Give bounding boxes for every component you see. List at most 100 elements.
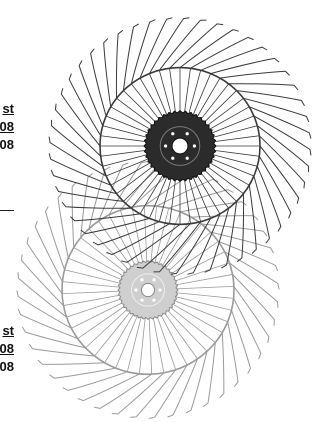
wheel-tine (88, 166, 111, 229)
wheel-spoke (157, 211, 181, 266)
wheel-tine (158, 19, 207, 71)
wheel-spoke (104, 312, 135, 363)
wheel-tine (21, 326, 86, 349)
wheel-tine (78, 60, 104, 126)
wheel-spoke (169, 241, 219, 276)
wheel-spoke (205, 97, 244, 127)
wheel-tine (17, 272, 67, 318)
wheel-spoke (169, 68, 177, 115)
wheel-spoke (105, 115, 151, 135)
wheel-tine (256, 166, 282, 232)
wheel-bolt (134, 288, 138, 292)
wheel-tine (259, 145, 300, 204)
wheel-spoke (115, 314, 139, 369)
wheel-tine (148, 364, 188, 419)
wheel-tine (68, 73, 102, 137)
wheel-tine (236, 90, 305, 106)
wheel-tine (80, 217, 150, 235)
wheel-spoke (139, 77, 165, 119)
wheel-spoke (209, 157, 255, 177)
wheel-spoke (150, 206, 157, 264)
wheel-spoke (202, 90, 237, 124)
wheel-tine (248, 185, 257, 254)
wheel-tine (204, 208, 230, 273)
wheel-tine (28, 343, 95, 357)
wheel-tine (258, 155, 292, 219)
upper-line-3: 08 (0, 137, 14, 152)
wheel-tine (169, 23, 224, 69)
wheel-tine (257, 125, 309, 173)
wheel-tine (156, 178, 219, 207)
wheel-spoke (164, 223, 202, 270)
wheel-tine (50, 169, 117, 195)
wheel-spoke (123, 90, 158, 124)
wheel-spoke (159, 313, 188, 366)
wheel-spoke (110, 106, 153, 131)
wheel-tine (130, 19, 156, 84)
wheel-spoke (195, 173, 221, 215)
wheel-spoke (100, 149, 148, 157)
wheel-hub-ring (159, 126, 201, 166)
wheel-spoke (187, 176, 202, 222)
wheel-tine (180, 201, 247, 213)
lower-line-2: 08 (0, 341, 14, 356)
wheel-tine (111, 372, 165, 415)
wheel-tine (21, 254, 64, 306)
wheel-tine (103, 38, 112, 107)
wheel-tine (253, 175, 270, 244)
dark-rake-wheel (48, 17, 312, 275)
wheel-tine (170, 218, 212, 275)
wheel-tine (218, 240, 279, 272)
wheel-spoke (66, 298, 123, 318)
wheel-tine (92, 221, 160, 246)
wheel-tine (168, 189, 234, 209)
wheel-spoke (183, 177, 191, 224)
wheel-tine (54, 103, 102, 157)
wheel-tine (94, 373, 152, 409)
wheel-tine (210, 231, 275, 254)
wheel-tine (115, 29, 124, 99)
wheel-tine (16, 290, 72, 329)
wheel-tine (60, 88, 101, 147)
wheel-tine (219, 332, 225, 399)
lower-line-3: 08 (0, 359, 14, 374)
wheel-spoke (98, 220, 133, 269)
wheel-rim (99, 66, 261, 226)
wheel-rim (61, 204, 235, 376)
wheel-spoke (169, 177, 177, 224)
wheel-spoke (173, 262, 230, 282)
wheel-tine (179, 29, 239, 68)
wheel-spoke (172, 299, 228, 323)
wheel-spoke (166, 308, 208, 352)
wheel-tine (229, 262, 279, 308)
wheel-tine (17, 308, 78, 340)
wheel-spoke (148, 316, 153, 375)
wheel-tine (71, 181, 77, 248)
wheel-tine (122, 23, 139, 91)
upper-divider (0, 210, 14, 211)
wheel-tine (57, 193, 69, 259)
wheel-spoke (211, 125, 258, 139)
wheel-spoke (192, 175, 211, 219)
wheel-spoke (88, 228, 130, 272)
wheel-spoke (174, 295, 232, 311)
lower-line-1: st (2, 323, 14, 338)
wheel-tine (227, 321, 239, 387)
wheel-spoke (212, 135, 260, 143)
wheel-spoke (149, 73, 168, 117)
wheel-spoke (168, 306, 216, 343)
wheel-spoke (161, 217, 192, 268)
wheel-spoke (119, 210, 140, 266)
wheel-spoke (171, 251, 225, 279)
wheel-spoke (63, 294, 122, 306)
wheel-tine (80, 173, 94, 238)
wheel-bolt (158, 288, 162, 292)
wheel-tine (121, 224, 181, 263)
wheel-tine (187, 213, 221, 275)
wheel-spoke (205, 165, 244, 195)
wheel-spoke (85, 307, 129, 349)
wheel-axle-hole (140, 282, 156, 298)
wheel-spoke (209, 115, 255, 135)
wheel-spoke (199, 83, 230, 122)
wheel-tine (190, 36, 254, 69)
